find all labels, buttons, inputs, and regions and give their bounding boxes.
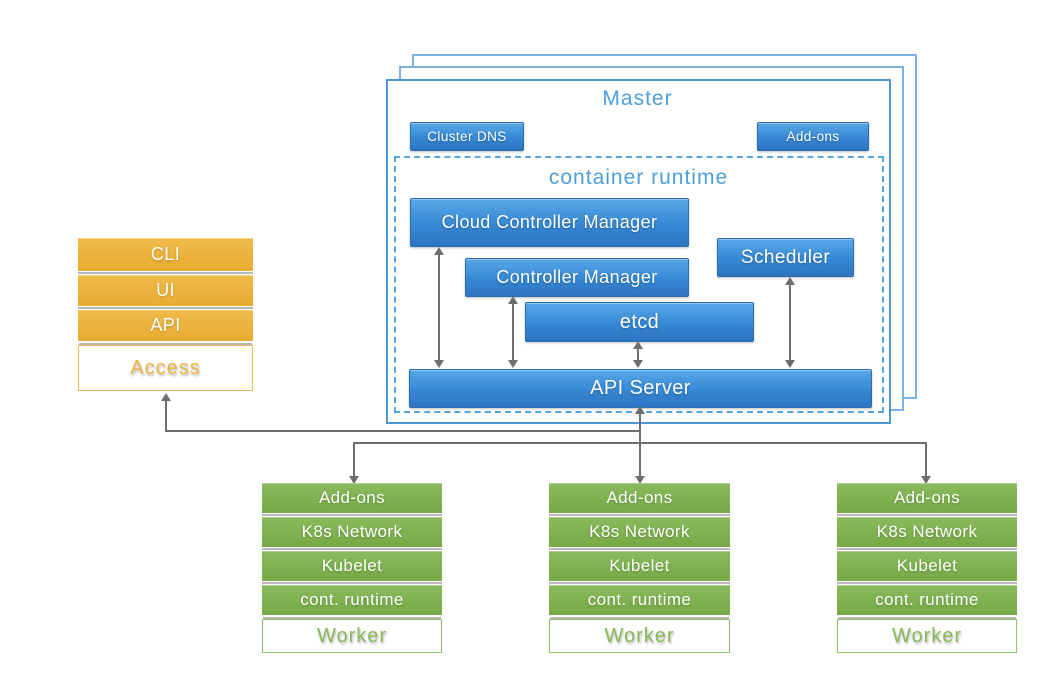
arrowhead-down-icon xyxy=(508,360,518,368)
controller-manager-box: Controller Manager xyxy=(465,258,689,297)
cluster-dns-box: Cluster DNS xyxy=(410,122,524,151)
worker-item-cont-runtime: cont. runtime xyxy=(837,582,1017,615)
arrow-shaft xyxy=(512,304,514,360)
bidirectional-arrow-etcd-api xyxy=(633,341,643,368)
connector-api-main-vertical xyxy=(639,413,641,477)
arrow-shaft xyxy=(438,255,440,360)
worker-item-kubelet: Kubelet xyxy=(837,548,1017,581)
bidirectional-arrow-ccm-api xyxy=(434,247,444,368)
arrowhead-into-middle-worker-icon xyxy=(635,476,645,484)
access-stack: CLI UI API Access xyxy=(78,238,253,391)
cloud-controller-manager-box: Cloud Controller Manager xyxy=(410,198,689,247)
connector-right-worker-vertical xyxy=(925,442,927,477)
connector-api-to-access xyxy=(166,430,640,432)
worker-item-kubelet: Kubelet xyxy=(549,548,730,581)
worker-label-box: Worker xyxy=(262,617,442,653)
connector-access-vertical xyxy=(165,400,167,432)
connector-left-worker-vertical xyxy=(353,442,355,477)
arrowhead-up-icon xyxy=(434,247,444,255)
access-item-ui: UI xyxy=(78,272,253,306)
worker-stack-2: Add-ons K8s Network Kubelet cont. runtim… xyxy=(549,483,730,653)
etcd-box: etcd xyxy=(525,302,754,342)
arrowhead-up-icon xyxy=(633,341,643,349)
worker-item-k8s-network: K8s Network xyxy=(837,514,1017,547)
arrowhead-into-right-worker-icon xyxy=(921,476,931,484)
addons-master-box: Add-ons xyxy=(757,122,869,151)
arrowhead-into-left-worker-icon xyxy=(349,476,359,484)
arrowhead-into-api-server-icon xyxy=(635,406,645,414)
api-server-box: API Server xyxy=(409,369,872,408)
worker-item-addons: Add-ons xyxy=(549,483,730,513)
arrowhead-down-icon xyxy=(785,360,795,368)
arrowhead-down-icon xyxy=(633,360,643,368)
arrow-shaft xyxy=(789,285,791,360)
arrow-shaft xyxy=(637,349,639,360)
worker-item-k8s-network: K8s Network xyxy=(262,514,442,547)
worker-label-box: Worker xyxy=(837,617,1017,653)
worker-stack-3: Add-ons K8s Network Kubelet cont. runtim… xyxy=(837,483,1017,653)
worker-item-addons: Add-ons xyxy=(262,483,442,513)
arrowhead-into-access-icon xyxy=(161,393,171,401)
worker-item-cont-runtime: cont. runtime xyxy=(262,582,442,615)
worker-stack-1: Add-ons K8s Network Kubelet cont. runtim… xyxy=(262,483,442,653)
arrowhead-up-icon xyxy=(785,277,795,285)
scheduler-box: Scheduler xyxy=(717,238,854,277)
worker-item-k8s-network: K8s Network xyxy=(549,514,730,547)
worker-item-addons: Add-ons xyxy=(837,483,1017,513)
connector-api-to-workers xyxy=(353,442,926,444)
worker-item-kubelet: Kubelet xyxy=(262,548,442,581)
master-title: Master xyxy=(602,87,673,110)
bidirectional-arrow-cm-api xyxy=(508,296,518,368)
container-runtime-title: container runtime xyxy=(548,166,729,189)
worker-label-box: Worker xyxy=(549,617,730,653)
arrowhead-down-icon xyxy=(434,360,444,368)
bidirectional-arrow-scheduler-api xyxy=(785,277,795,368)
access-item-api: API xyxy=(78,307,253,341)
access-label-box: Access xyxy=(78,343,253,391)
access-item-cli: CLI xyxy=(78,238,253,271)
worker-item-cont-runtime: cont. runtime xyxy=(549,582,730,615)
arrowhead-up-icon xyxy=(508,296,518,304)
